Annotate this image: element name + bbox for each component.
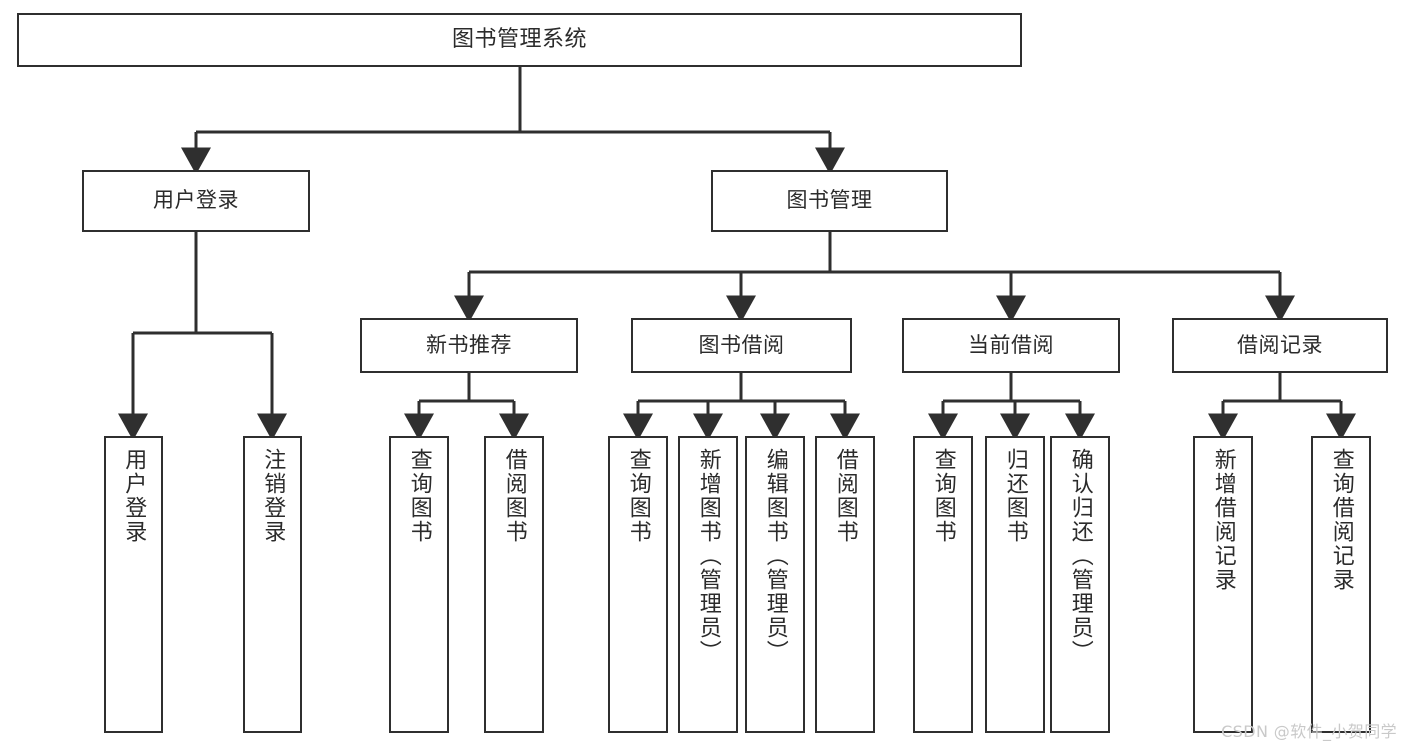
node-label: 注销登录 bbox=[260, 448, 286, 544]
leaf-add-book-admin[interactable]: 新增图书（管理员） bbox=[678, 436, 738, 733]
node-label: 编辑图书（管理员） bbox=[762, 448, 788, 664]
node-label: 查询借阅记录 bbox=[1328, 448, 1354, 592]
node-label: 查询图书 bbox=[406, 448, 432, 544]
node-label: 用户登录 bbox=[153, 188, 239, 213]
watermark-text: CSDN @软件_小贺同学 bbox=[1221, 722, 1397, 741]
node-label: 图书借阅 bbox=[698, 332, 785, 357]
node-label: 归还图书 bbox=[1002, 448, 1028, 544]
leaf-confirm-return-admin[interactable]: 确认归还（管理员） bbox=[1050, 436, 1110, 733]
node-label: 借阅图书 bbox=[501, 448, 527, 544]
leaf-query-borrow-record[interactable]: 查询借阅记录 bbox=[1311, 436, 1371, 733]
node-label: 当前借阅 bbox=[968, 332, 1054, 357]
node-label: 新书推荐 bbox=[426, 332, 512, 357]
node-label: 新增图书（管理员） bbox=[695, 448, 721, 664]
leaf-query-book-newbook[interactable]: 查询图书 bbox=[389, 436, 449, 733]
node-book-management[interactable]: 图书管理 bbox=[711, 170, 948, 232]
node-label: 确认归还（管理员） bbox=[1067, 448, 1093, 664]
node-label: 用户登录 bbox=[121, 448, 147, 544]
node-label: 借阅记录 bbox=[1237, 332, 1323, 357]
node-label: 查询图书 bbox=[625, 448, 651, 544]
node-label: 新增借阅记录 bbox=[1210, 448, 1236, 592]
node-book-borrow[interactable]: 图书借阅 bbox=[631, 318, 852, 373]
node-new-book-recommend[interactable]: 新书推荐 bbox=[360, 318, 578, 373]
leaf-add-borrow-record[interactable]: 新增借阅记录 bbox=[1193, 436, 1253, 733]
leaf-borrow-book[interactable]: 借阅图书 bbox=[815, 436, 875, 733]
node-current-borrow[interactable]: 当前借阅 bbox=[902, 318, 1120, 373]
node-root-system[interactable]: 图书管理系统 bbox=[17, 13, 1022, 67]
leaf-query-book-current[interactable]: 查询图书 bbox=[913, 436, 973, 733]
node-user-login[interactable]: 用户登录 bbox=[82, 170, 310, 232]
leaf-query-book-borrow[interactable]: 查询图书 bbox=[608, 436, 668, 733]
node-label: 图书管理系统 bbox=[451, 26, 587, 52]
leaf-logout[interactable]: 注销登录 bbox=[243, 436, 302, 733]
leaf-user-login[interactable]: 用户登录 bbox=[104, 436, 163, 733]
leaf-borrow-book-newbook[interactable]: 借阅图书 bbox=[484, 436, 544, 733]
node-label: 查询图书 bbox=[930, 448, 956, 544]
leaf-return-book[interactable]: 归还图书 bbox=[985, 436, 1045, 733]
node-label: 图书管理 bbox=[786, 188, 873, 213]
leaf-edit-book-admin[interactable]: 编辑图书（管理员） bbox=[745, 436, 805, 733]
node-label: 借阅图书 bbox=[832, 448, 858, 544]
node-borrow-record[interactable]: 借阅记录 bbox=[1172, 318, 1388, 373]
